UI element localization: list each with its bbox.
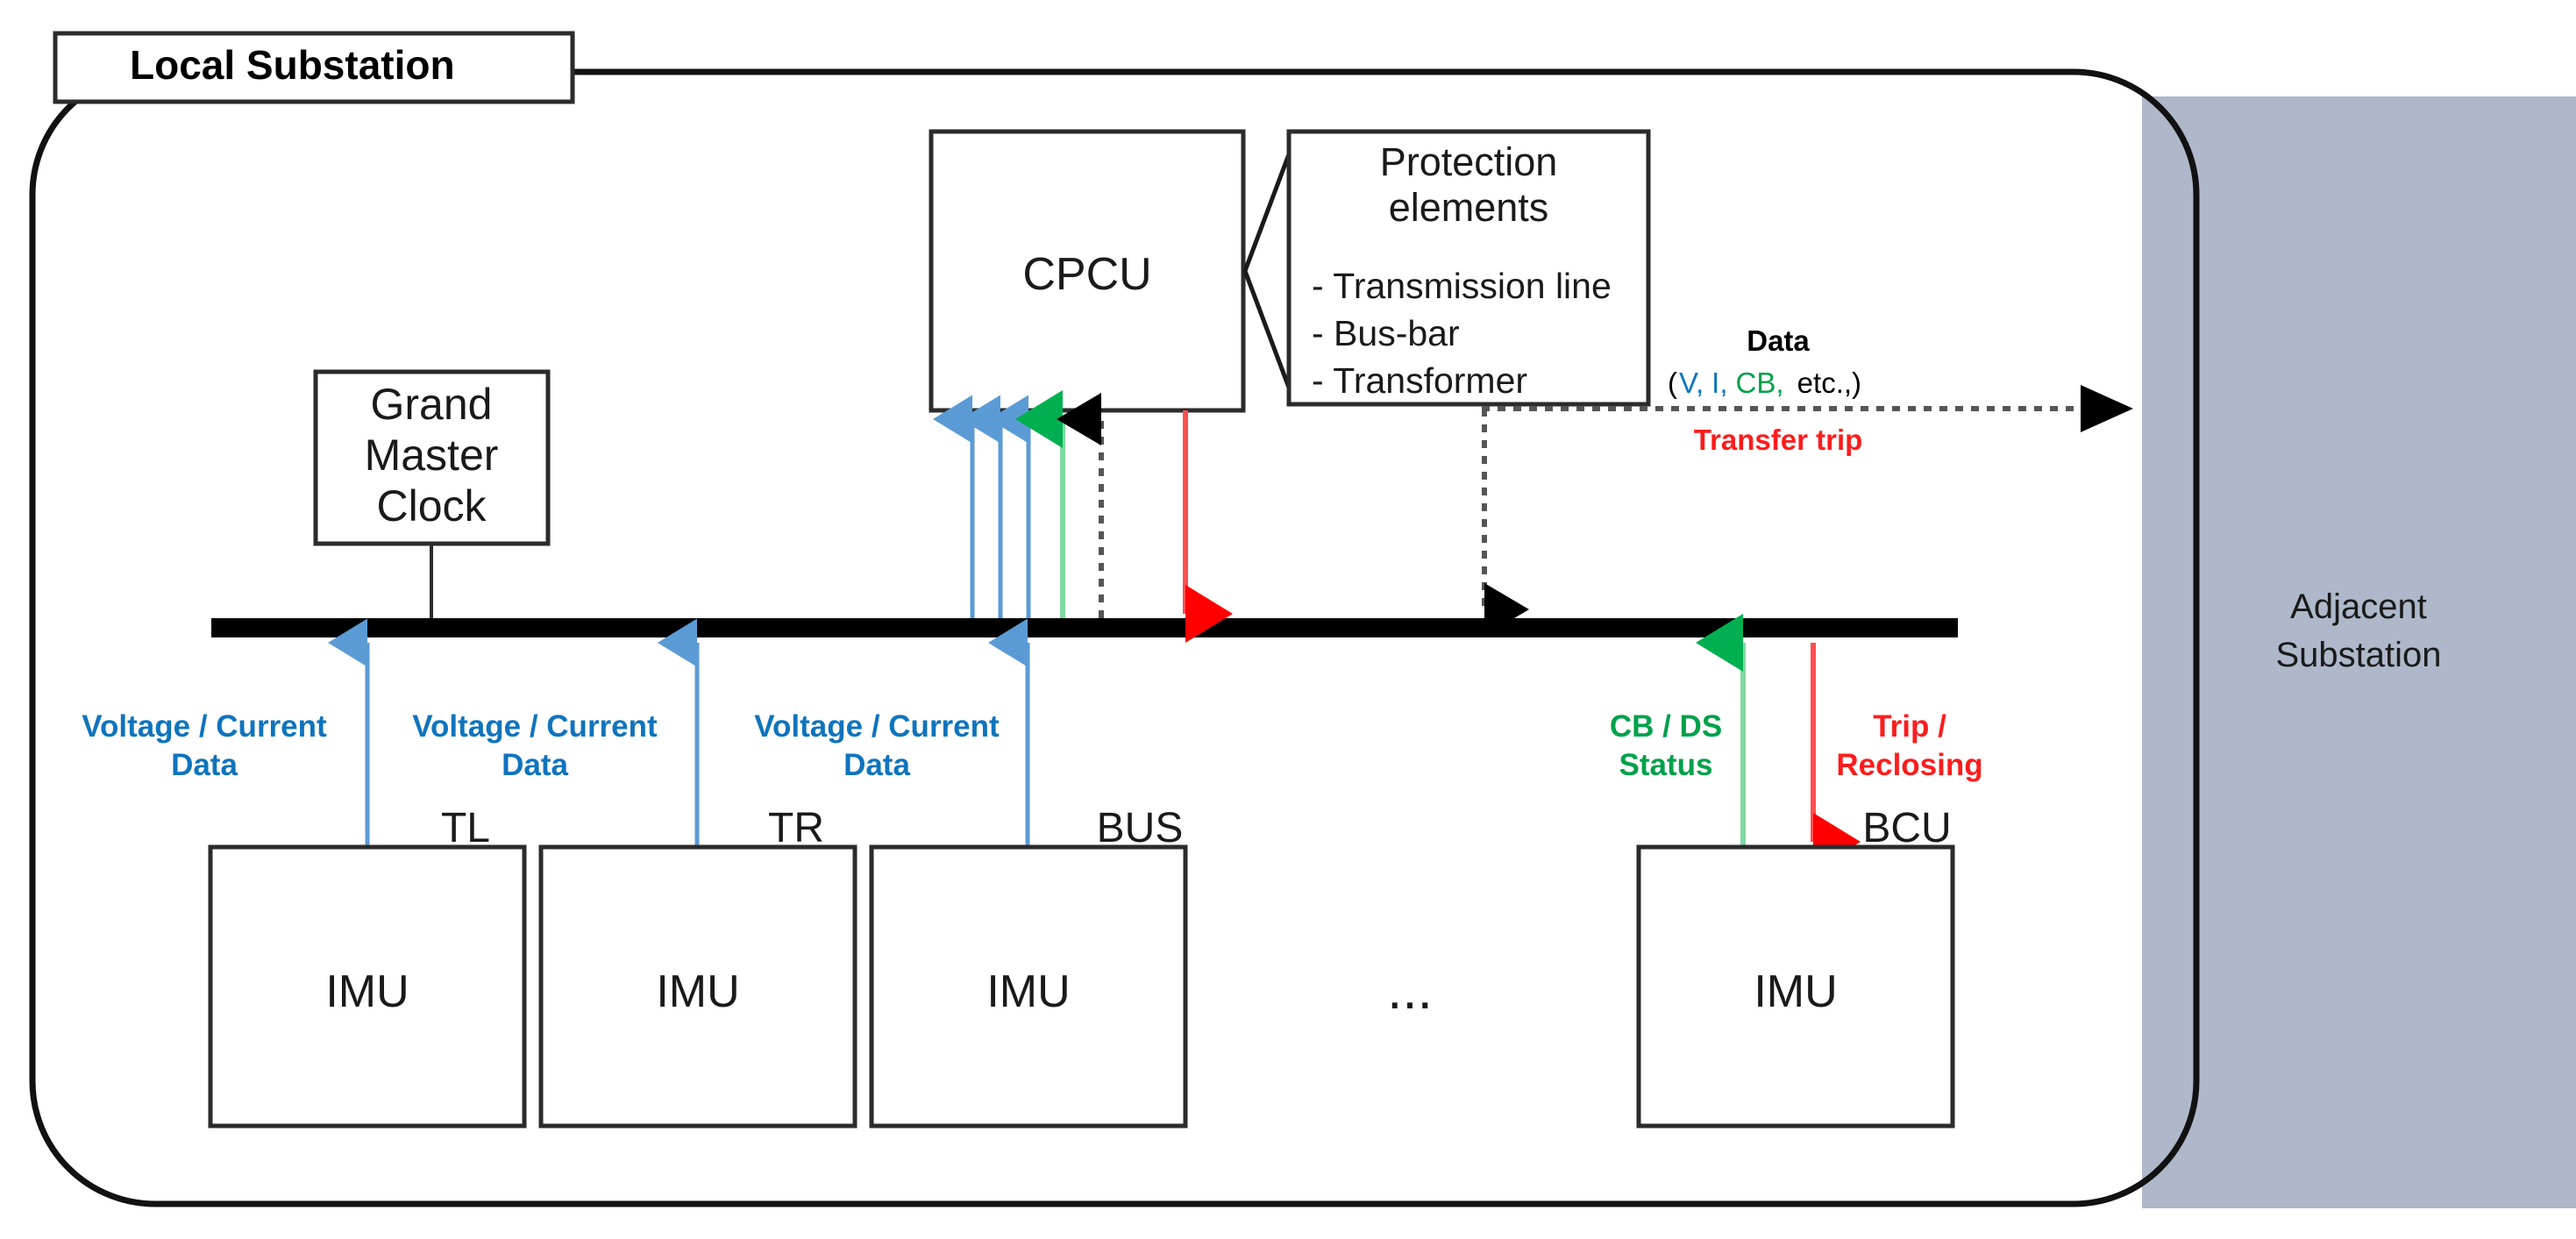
signal-etc: etc.,): [1790, 367, 1862, 399]
protection-heading-line2: elements: [1389, 185, 1549, 230]
imu-box-tr[interactable]: [538, 844, 857, 1129]
bay-tags: TL TR BUS BCU: [441, 805, 1952, 851]
interlink-signal-list: (V,I, CB, etc.,): [1668, 367, 1861, 399]
bay-tag-tl: TL: [441, 805, 490, 851]
interlink-data-label: Data: [1747, 324, 1810, 357]
protection-heading-line1: Protection: [1380, 139, 1558, 184]
imu-label-tl: IMU: [325, 966, 409, 1017]
process-bus-bar: [211, 618, 1958, 637]
page-title: Local Substation: [130, 42, 455, 88]
adjacent-substation-fill: [2142, 96, 2576, 1208]
bay-3-signal-line2: Status: [1619, 748, 1713, 782]
protection-elements-callout: Protection elements - Transmission line …: [1242, 129, 1651, 407]
voltage-current-arrows-to-bus: [328, 618, 1030, 846]
bay-2-signal-line1: Voltage / Current: [754, 709, 1000, 744]
clock-label-line2: Master: [365, 431, 499, 480]
bay-signal-labels: Voltage / Current Data Voltage / Current…: [82, 709, 1982, 782]
interlink-dashed-path: [1482, 385, 2133, 636]
protection-item-1: - Bus-bar: [1312, 313, 1460, 353]
protection-elements-box: [1286, 129, 1651, 407]
cpcu-box[interactable]: [929, 129, 1246, 413]
adjacent-substation-panel: Adjacent Substation: [2142, 96, 2576, 1208]
paren-open: (: [1668, 367, 1677, 399]
bay-2-signal-line2: Data: [843, 748, 910, 782]
adjacent-substation-label-line1: Adjacent: [2290, 587, 2427, 626]
bay-1-signal-line2: Data: [502, 748, 568, 782]
signal-i: I,: [1711, 367, 1727, 399]
clock-label-line1: Grand: [371, 380, 493, 429]
bay-1-signal-line1: Voltage / Current: [412, 709, 658, 744]
protection-item-2: - Transformer: [1312, 360, 1527, 401]
local-substation-boundary: [29, 68, 2200, 1207]
grand-master-clock-node[interactable]: Grand Master Clock: [313, 369, 551, 619]
imu-label-bcu: IMU: [1754, 966, 1837, 1017]
bcu-trip-label-line2: Reclosing: [1836, 748, 1982, 782]
arrows-bus-to-cpcu: [933, 390, 1104, 618]
bay-3-signal-line1: CB / DS: [1610, 709, 1722, 744]
bay-0-signal-line1: Voltage / Current: [82, 709, 327, 744]
signal-v: V,: [1679, 367, 1704, 399]
bay-tag-tr: TR: [768, 805, 824, 851]
bay-tag-bcu: BCU: [1862, 805, 1951, 851]
imu-label-tr: IMU: [656, 966, 739, 1017]
imu-node-bus[interactable]: IMU: [869, 844, 1188, 1129]
interlink-labels: Data (V,I, CB, etc.,) Transfer trip: [1668, 324, 1862, 456]
imu-box-bus[interactable]: [869, 844, 1188, 1129]
signal-cb: CB,: [1736, 367, 1784, 399]
imu-label-bus: IMU: [986, 966, 1070, 1017]
protection-item-0: - Transmission line: [1312, 266, 1612, 306]
imu-ellipsis: ...: [1387, 960, 1433, 1021]
adjacent-substation-label-line2: Substation: [2275, 636, 2441, 674]
title-tag-box: [53, 31, 575, 104]
bay-tag-bus: BUS: [1097, 805, 1184, 851]
local-substation-title-tag: Local Substation: [53, 31, 575, 104]
cpcu-label: CPCU: [1022, 249, 1151, 300]
imu-box-tl[interactable]: [208, 844, 527, 1129]
bcu-trip-label-line1: Trip /: [1873, 709, 1946, 744]
callout-chevron-icon: [1242, 153, 1292, 388]
imu-box-bcu[interactable]: [1636, 844, 1955, 1129]
imu-node-tr[interactable]: IMU: [538, 844, 857, 1129]
bcu-arrows: [1696, 614, 1861, 871]
bay-0-signal-line2: Data: [171, 748, 238, 782]
cpcu-node[interactable]: CPCU: [929, 129, 1246, 413]
clock-label-line3: Clock: [376, 481, 487, 530]
imu-node-tl[interactable]: IMU: [208, 844, 527, 1129]
transfer-trip-label: Transfer trip: [1694, 424, 1863, 456]
imu-node-bcu[interactable]: IMU: [1636, 844, 1955, 1129]
